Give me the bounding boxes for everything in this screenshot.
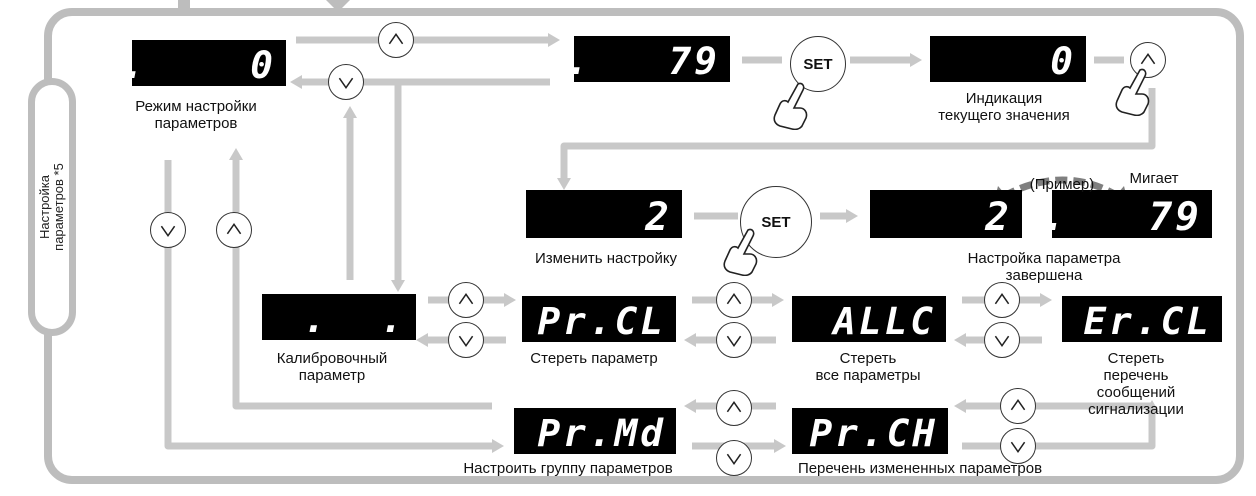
- display-text: 2: [984, 194, 1012, 238]
- up-button-prmd-prch[interactable]: [716, 390, 752, 426]
- down-button-top[interactable]: [328, 64, 364, 100]
- chevron-up-icon: [726, 293, 742, 305]
- set-button-top[interactable]: SET: [790, 36, 846, 92]
- display-blinking: P. 79: [1052, 190, 1212, 238]
- side-tab: Настройка параметров *5: [28, 78, 76, 336]
- display-text: Pr.Md: [537, 411, 666, 454]
- display-text: Pr.CL: [537, 299, 666, 342]
- display-pr-cl: Pr.CL: [522, 296, 676, 342]
- chevron-down-icon: [994, 335, 1010, 347]
- up-button-allc-ercl[interactable]: [984, 282, 1020, 318]
- pointing-hand-icon: [773, 82, 808, 130]
- label-param-mode: Режим настройки параметров: [135, 98, 257, 132]
- display-text: 0: [1050, 39, 1076, 82]
- down-button-prcl-allc[interactable]: [716, 322, 752, 358]
- set-button-middle[interactable]: SET: [740, 186, 812, 258]
- down-button-allc-ercl[interactable]: [984, 322, 1020, 358]
- display-text: ALLC: [830, 299, 936, 342]
- chevron-up-icon: [458, 293, 474, 305]
- label-calib-param: Калибровочный параметр: [276, 350, 388, 384]
- chevron-down-icon: [726, 453, 742, 465]
- chevron-up-icon: [388, 33, 404, 45]
- up-button-left[interactable]: [216, 212, 252, 248]
- display-text: P. 0: [132, 43, 276, 86]
- chevron-down-icon: [458, 335, 474, 347]
- side-title: Настройка параметров *5: [37, 163, 66, 251]
- label-changed-list: Перечень измененных параметров: [797, 460, 1043, 477]
- display-text: 2: [644, 194, 672, 238]
- label-example: (Пример): [1029, 176, 1095, 193]
- chevron-up-icon: [994, 293, 1010, 305]
- display-er-cl: Er.CL: [1062, 296, 1222, 342]
- up-button-prch-ercl[interactable]: [1000, 388, 1036, 424]
- up-button-calib-prcl[interactable]: [448, 282, 484, 318]
- display-allc: ALLC: [792, 296, 946, 342]
- pointing-hand-icon: [723, 228, 758, 276]
- display-text: Er.CL: [1083, 299, 1212, 342]
- down-button-prmd-prch[interactable]: [716, 440, 752, 476]
- up-button-top[interactable]: [378, 22, 414, 58]
- display-text: C. . .: [262, 297, 406, 340]
- label-clear-param: Стереть параметр: [530, 350, 658, 367]
- up-button-prcl-allc[interactable]: [716, 282, 752, 318]
- label-param-group: Настроить группу параметров: [463, 460, 673, 477]
- chevron-up-icon: [726, 401, 742, 413]
- display-current-value: 0: [930, 36, 1086, 82]
- chevron-up-icon: [226, 223, 242, 235]
- chevron-up-icon: [1010, 399, 1026, 411]
- display-p0: P. 0: [132, 40, 286, 86]
- display-calibration: C. . .: [262, 294, 416, 340]
- label-clear-alarm: Стереть перечень сообщений сигнализации: [1088, 350, 1184, 418]
- display-confirmed-value: 2: [870, 190, 1022, 238]
- display-pr-md: Pr.Md: [514, 408, 676, 454]
- chevron-down-icon: [160, 225, 176, 237]
- up-button-current-value[interactable]: [1130, 42, 1166, 78]
- entry-arrows: [178, 0, 350, 16]
- label-current-value: Индикация текущего значения: [938, 90, 1070, 124]
- display-p79: P. 79: [574, 36, 730, 82]
- down-button-prch-ercl[interactable]: [1000, 428, 1036, 464]
- label-blinks: Мигает: [1129, 170, 1179, 187]
- chevron-down-icon: [338, 77, 354, 89]
- display-text: Pr.CH: [809, 411, 938, 454]
- label-clear-all: Стереть все параметры: [815, 350, 921, 384]
- chevron-down-icon: [1010, 441, 1026, 453]
- chevron-down-icon: [726, 335, 742, 347]
- label-param-done: Настройка параметра завершена: [967, 250, 1121, 284]
- display-text: P. 79: [1052, 194, 1202, 238]
- display-text: P. 79: [574, 39, 720, 82]
- display-pr-ch: Pr.CH: [792, 408, 948, 454]
- label-change-setting: Изменить настройку: [534, 250, 678, 267]
- down-button-calib-prcl[interactable]: [448, 322, 484, 358]
- chevron-up-icon: [1140, 53, 1156, 65]
- down-button-left[interactable]: [150, 212, 186, 248]
- pointing-hand-icon: [1115, 68, 1150, 116]
- display-new-value: 2: [526, 190, 682, 238]
